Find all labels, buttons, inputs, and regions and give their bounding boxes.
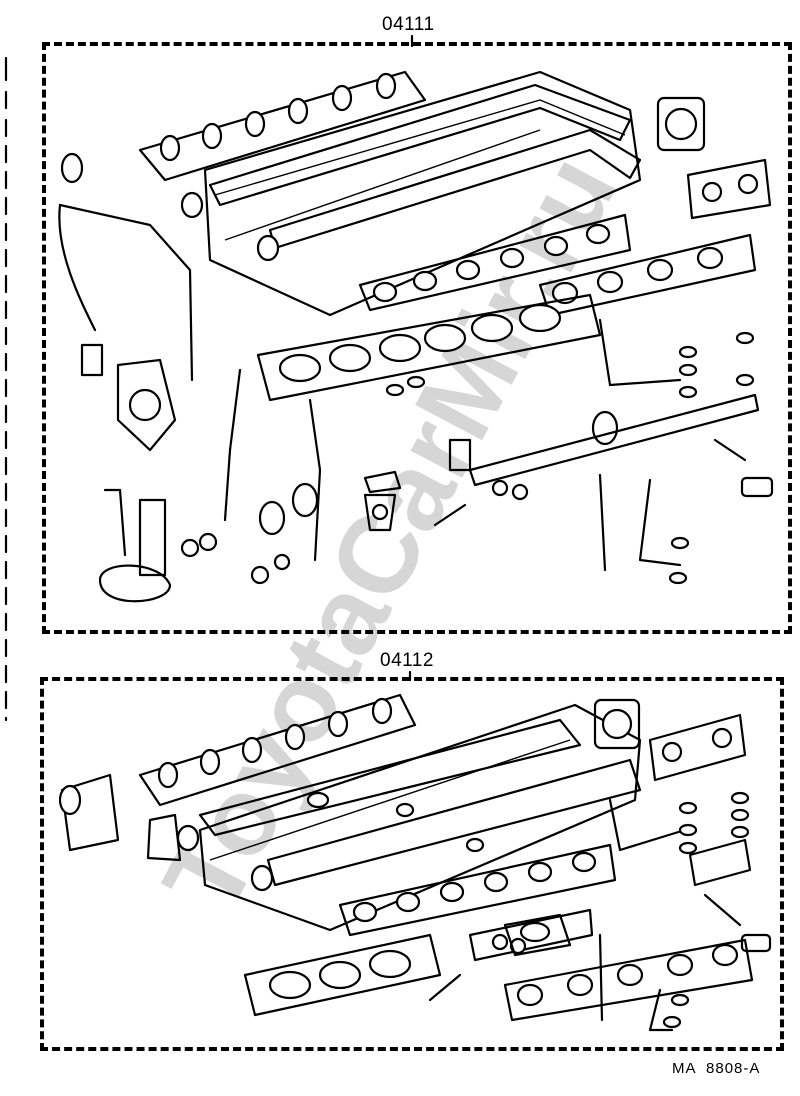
oil-seals [176,791,485,892]
o-rings [363,331,755,585]
engine-block [198,703,642,932]
fuel-delivery-pipe [428,798,772,1032]
kit-frame-04112 [40,677,784,1051]
oil-pump [98,488,218,603]
kit-frame-04111 [42,42,792,634]
cylinder-head-gasket [243,933,442,1017]
throttle-body-gasket [656,96,772,220]
oil-seals [60,152,619,585]
fuel-delivery-pipe [433,318,774,572]
intake-manifold-gasket [138,693,417,807]
water-pump-gasket [80,343,177,452]
diagram-code: MA 8808-A [672,1060,761,1077]
exhaust-manifold-gasket [338,843,754,1022]
engine-block [203,70,642,317]
kit-label-04112: 04112 [380,650,434,671]
intake-manifold-gasket [138,70,427,182]
timing-cover-gasket [58,203,322,562]
cylinder-head-gasket [256,293,602,402]
water-outlet [58,773,182,862]
o-rings [491,791,750,1029]
throttle-body-gasket [593,698,747,782]
kit-label-04111: 04111 [382,14,435,35]
